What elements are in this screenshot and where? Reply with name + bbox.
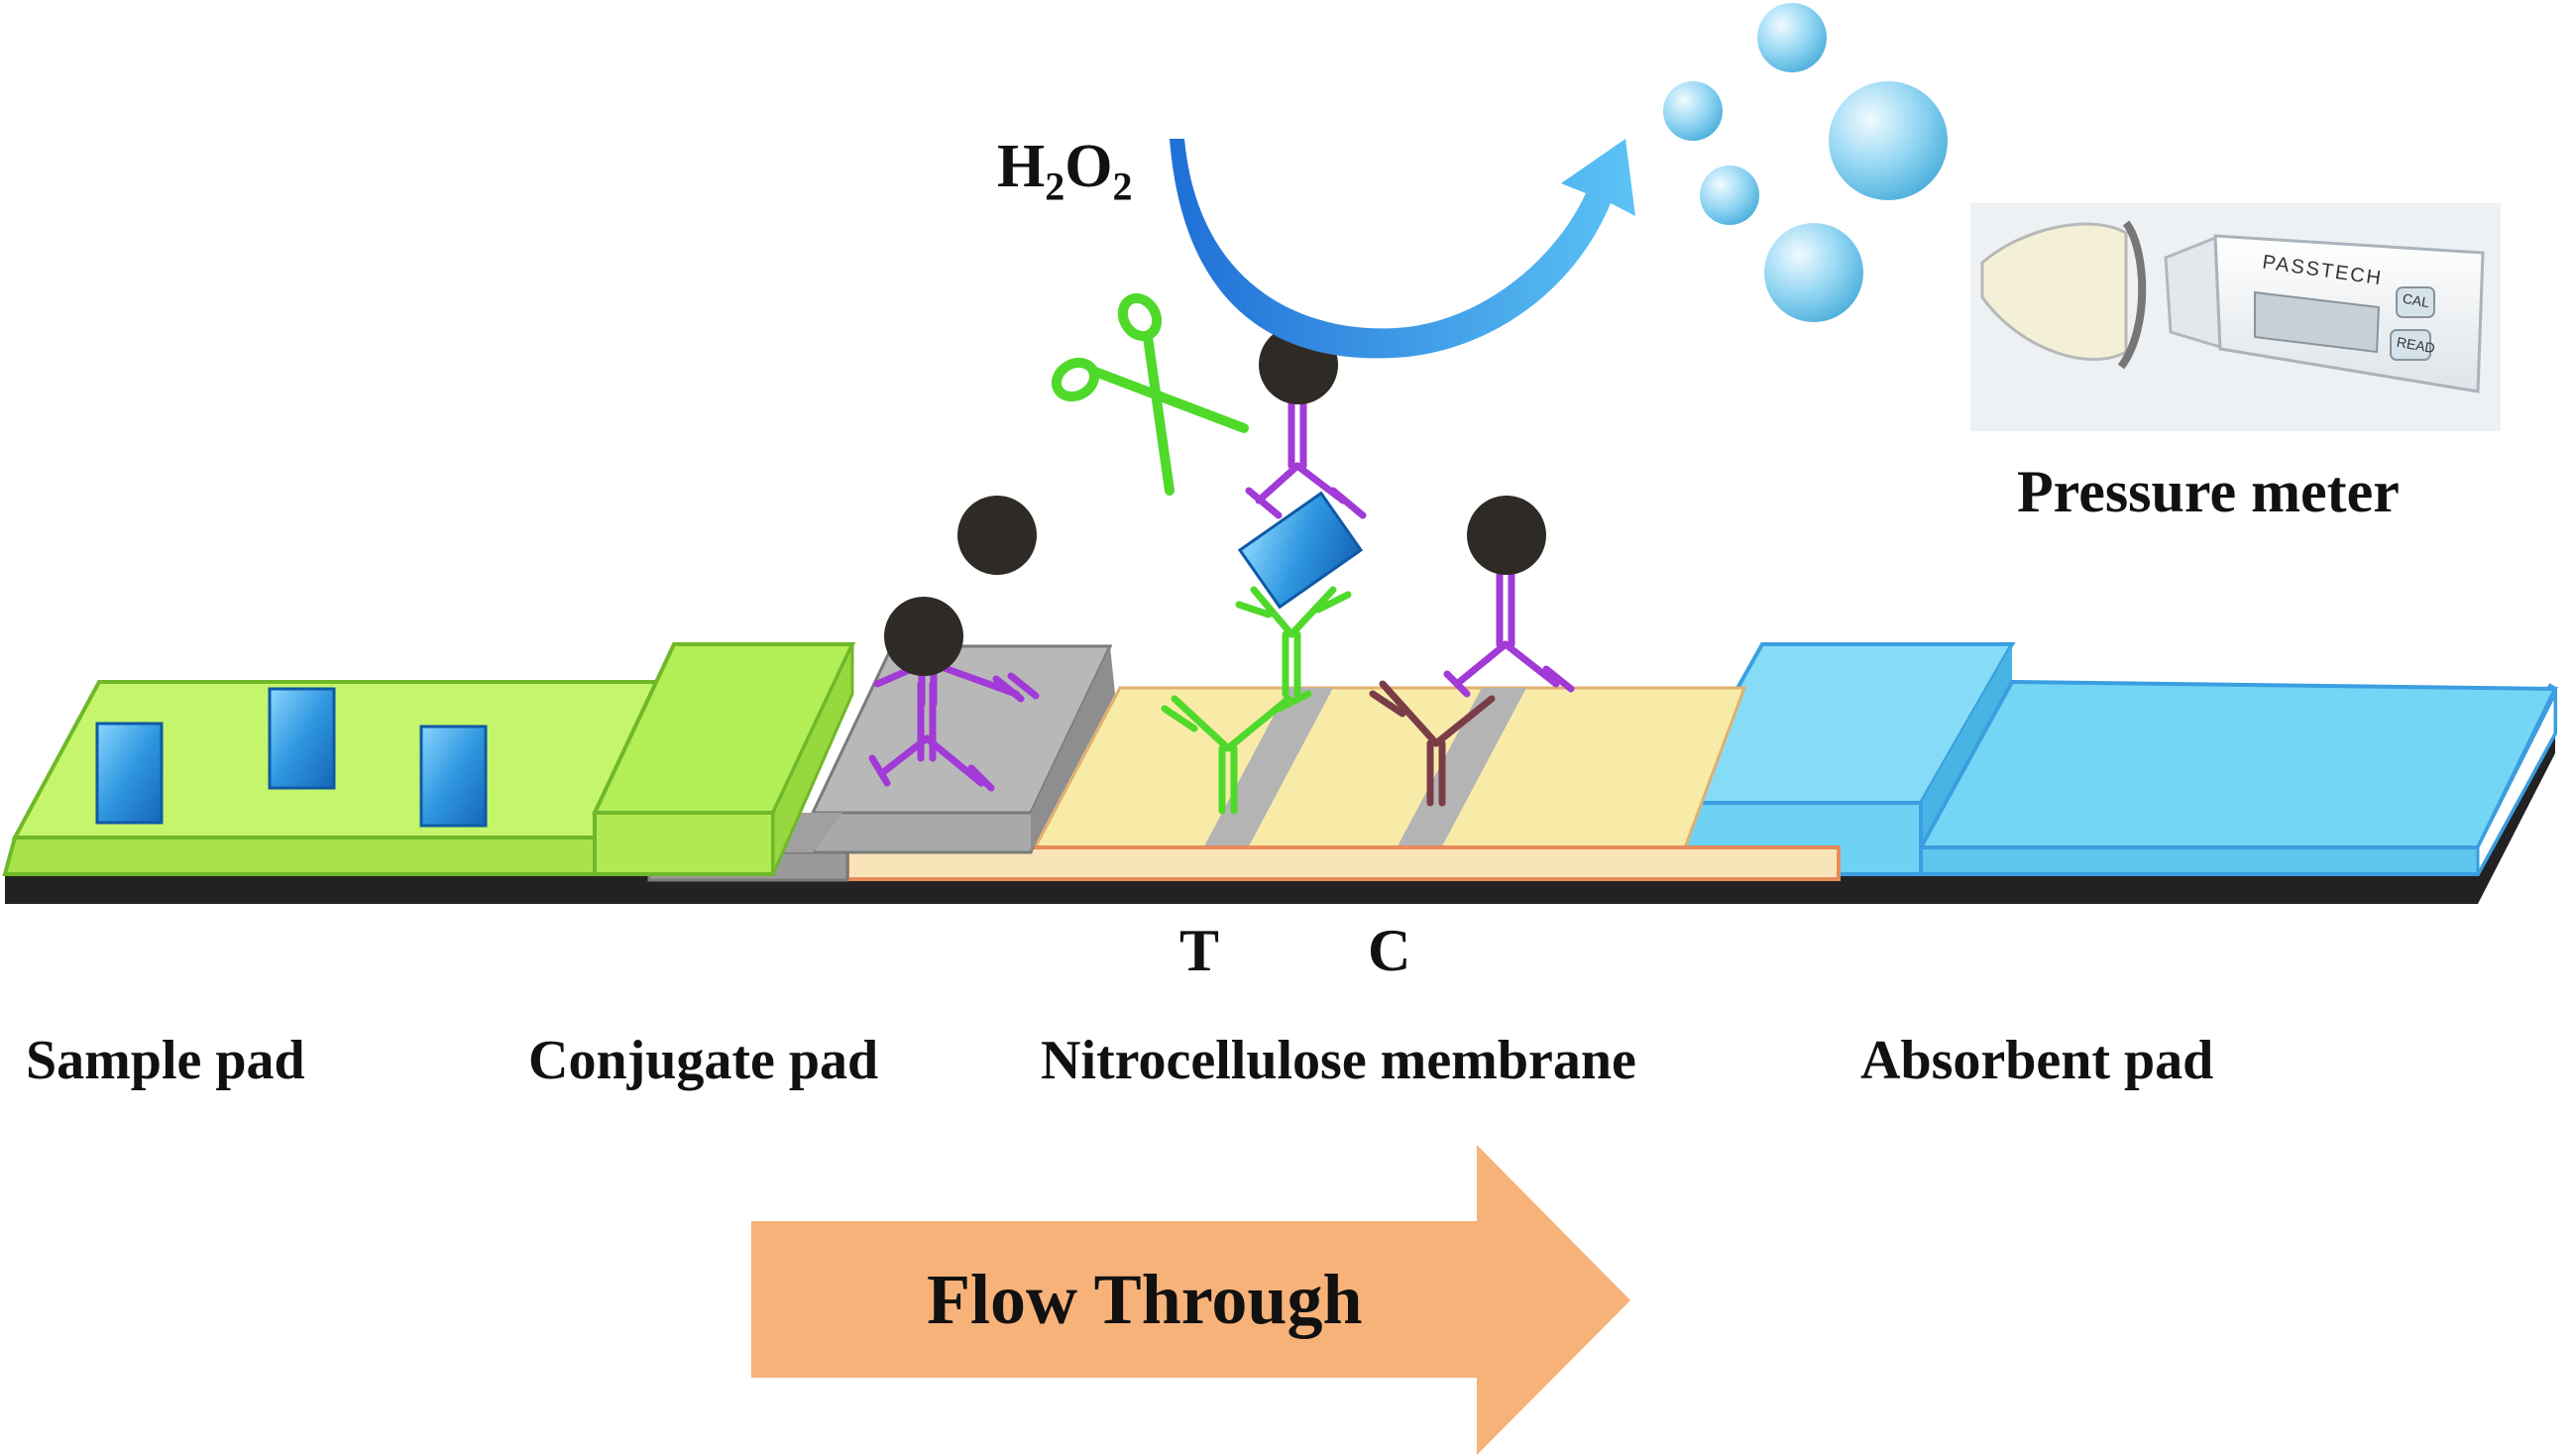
scissors-icon — [1051, 292, 1249, 496]
conjugate-antibody-2 — [868, 680, 995, 792]
nanoparticle-4 — [1467, 496, 1546, 575]
nanoparticle-1 — [957, 496, 1037, 575]
antigen-rect-3 — [419, 725, 488, 828]
conjugate-pad-label: Conjugate pad — [528, 1030, 879, 1091]
nitrocellulose-membrane — [845, 686, 1841, 881]
absorbent-pad — [1669, 642, 2559, 876]
sample-pad — [2, 642, 856, 876]
control-line — [1383, 688, 1526, 874]
detection-antibody-free — [1245, 392, 1367, 519]
pressure-meter-device — [1970, 203, 2501, 431]
reaction-arrow — [1170, 139, 1635, 359]
antigen-rect-2 — [268, 687, 336, 790]
sample-pad-label: Sample pad — [26, 1030, 305, 1091]
h2o2-sub-2: 2 — [1112, 164, 1133, 209]
absorbent-pad-label: Absorbent pad — [1860, 1030, 2214, 1091]
h2o2-h: H — [997, 133, 1046, 200]
flow-through-label: Flow Through — [927, 1260, 1363, 1339]
nanoparticle-2 — [884, 597, 963, 676]
antigen-rect-1 — [95, 722, 164, 825]
control-line-label: C — [1368, 918, 1411, 983]
detection-antibody-control — [1443, 571, 1575, 698]
backing-strip — [5, 726, 2555, 904]
bubbles-icon — [1663, 3, 1948, 322]
antigen-captured — [1237, 491, 1364, 610]
control-antibody — [1369, 680, 1496, 807]
test-line — [1189, 688, 1333, 874]
test-line-label: T — [1179, 918, 1220, 983]
nitrocellulose-membrane-label: Nitrocellulose membrane — [1041, 1030, 1636, 1091]
capture-antibody-test-line — [1161, 690, 1312, 815]
h2o2-label: H2O2 — [997, 132, 1132, 209]
flow-arrow-icon — [751, 1145, 1630, 1455]
h2o2-o: O — [1064, 133, 1113, 200]
capture-antibody-bound — [1235, 586, 1352, 698]
h2o2-sub-1: 2 — [1045, 164, 1065, 209]
pressure-meter-label: Pressure meter — [2017, 459, 2400, 524]
